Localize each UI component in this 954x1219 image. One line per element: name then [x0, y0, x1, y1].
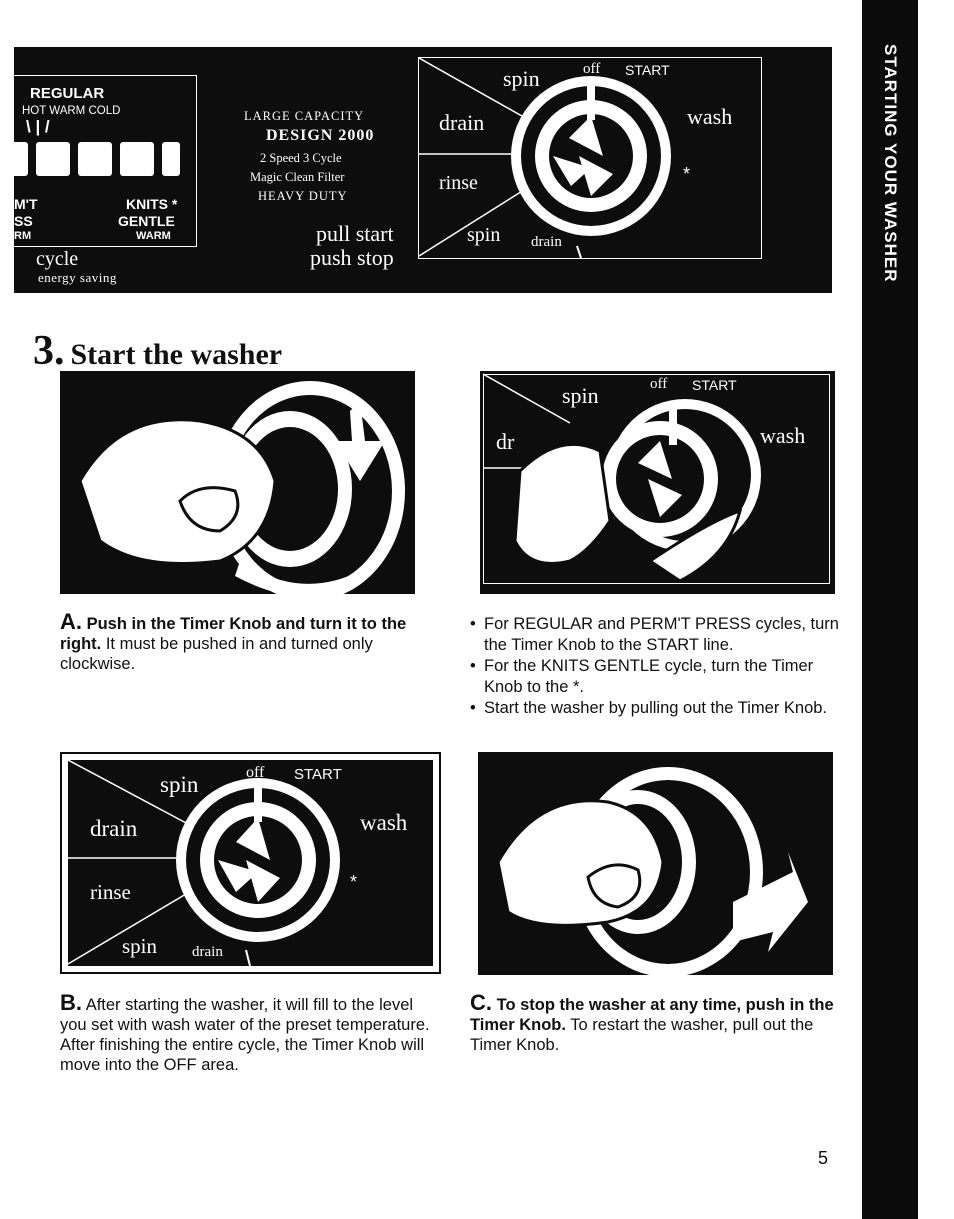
drawing-spin-top-label: spin	[160, 772, 199, 797]
step-c-bold: To stop the washer at any time, push in …	[470, 996, 834, 1034]
section-title: Start the washer	[70, 338, 283, 371]
drawing-start-label: START	[294, 766, 342, 783]
bullet-list: For REGULAR and PERM'T PRESS cycles, tur…	[470, 614, 840, 719]
dial-star-label: *	[683, 164, 691, 184]
heavy-duty-label: HEAVY DUTY	[258, 189, 348, 203]
cycle-label: cycle	[36, 248, 79, 270]
drawing-wash-label: wash	[360, 810, 408, 835]
hand-pulling-knob-icon	[496, 767, 808, 975]
drawing-rinse-label: rinse	[90, 880, 131, 904]
dial-start-label: START	[625, 62, 670, 78]
gentle-label: GENTLE	[118, 213, 175, 229]
dial-rinse-label: rinse	[439, 172, 478, 194]
photo-push-turn-knob	[60, 371, 415, 594]
step-c-letter: C.	[470, 990, 492, 1015]
step-a-letter: A.	[60, 609, 82, 634]
dial-spin-top-label: spin	[503, 66, 540, 91]
photo-dial-start-line: spin off START dr wash *	[480, 371, 835, 594]
dial-drain-label: drain	[439, 110, 485, 135]
temperature-labels: HOT WARM COLD	[22, 105, 121, 117]
step-b-caption: B. After starting the washer, it will fi…	[60, 990, 435, 1075]
step-a-caption: A. Push in the Timer Knob and turn it to…	[60, 609, 430, 674]
pull-start-label: pull start	[316, 221, 394, 246]
dial-wash-label: wash	[687, 104, 733, 129]
photo-dial-off-label: off	[650, 376, 668, 392]
cycle-selector-box	[14, 75, 197, 247]
timer-dial-frame: spin off START drain wash rinse spin dra…	[418, 57, 762, 259]
push-stop-label: push stop	[310, 245, 394, 270]
photo-pull-knob	[478, 752, 833, 975]
filter-label: Magic Clean Filter	[250, 170, 345, 184]
section-number: 3.	[33, 328, 65, 374]
press-label: SS	[14, 213, 33, 229]
temperature-marks: \ | /	[26, 117, 50, 136]
drawing-off-label: off	[246, 764, 265, 781]
dial-drawing-panel: spin off START drain wash rinse spin dra…	[68, 760, 433, 966]
bullet-item: Start the washer by pulling out the Time…	[470, 698, 840, 719]
hand-turning-knob-icon	[78, 381, 405, 594]
knits-label: KNITS *	[126, 196, 178, 212]
bullet-item: For REGULAR and PERM'T PRESS cycles, tur…	[470, 614, 840, 656]
speed-label: 2 Speed 3 Cycle	[260, 151, 342, 165]
side-tab-label: STARTING YOUR WASHER	[881, 44, 900, 283]
photo-dial-star-label: *	[752, 489, 760, 509]
step-b-text: After starting the washer, it will fill …	[60, 996, 430, 1074]
dial-frame	[483, 374, 830, 584]
dial-drain-bottom-label: drain	[531, 234, 562, 250]
energy-saving-label: energy saving	[38, 270, 117, 285]
warm-right-label: WARM	[136, 230, 171, 242]
drawing-drain-label: drain	[90, 816, 138, 841]
warm-left-label: RM	[14, 230, 32, 242]
dial-drawing: spin off START drain wash rinse spin dra…	[60, 752, 441, 974]
photo-dial-wash-label: wash	[760, 423, 806, 448]
dial-lines-icon	[419, 58, 671, 258]
photo-dial-spin-label: spin	[562, 383, 599, 408]
dial-off-label: off	[583, 61, 601, 77]
drawing-star-label: *	[350, 872, 358, 892]
step-c-text: To restart the washer, pull out the Time…	[470, 1016, 814, 1054]
photo-dial-drain-label: dr	[496, 429, 515, 454]
step-a-text: It must be pushed in and turned only clo…	[60, 635, 373, 673]
permt-label: M'T	[14, 196, 38, 212]
step-a-bold: Push in the Timer Knob and turn it to th…	[60, 615, 407, 653]
step-c-caption: C. To stop the washer at any time, push …	[470, 990, 840, 1055]
photo-dial-start-label: START	[692, 377, 737, 393]
step-b-letter: B.	[60, 990, 82, 1015]
section-heading: 3.Start the washer	[33, 327, 282, 375]
hand-on-dial-icon	[482, 373, 761, 583]
regular-label: REGULAR	[30, 85, 105, 102]
side-tab: STARTING YOUR WASHER	[862, 0, 918, 1219]
drawing-drain-bottom-label: drain	[192, 944, 223, 960]
bullet-item: For the KNITS GENTLE cycle, turn the Tim…	[470, 656, 840, 698]
model-logo: DESIGN 2000	[266, 127, 375, 144]
drawing-spin-bottom-label: spin	[122, 934, 158, 958]
large-capacity-label: LARGE CAPACITY	[244, 109, 365, 123]
dial-drawing-lines-icon	[68, 760, 340, 966]
dial-spin-bottom-label: spin	[467, 224, 501, 246]
control-panel-illustration: REGULAR HOT WARM COLD \ | / M'T SS RM KN…	[10, 47, 832, 293]
page-number: 5	[818, 1148, 829, 1168]
